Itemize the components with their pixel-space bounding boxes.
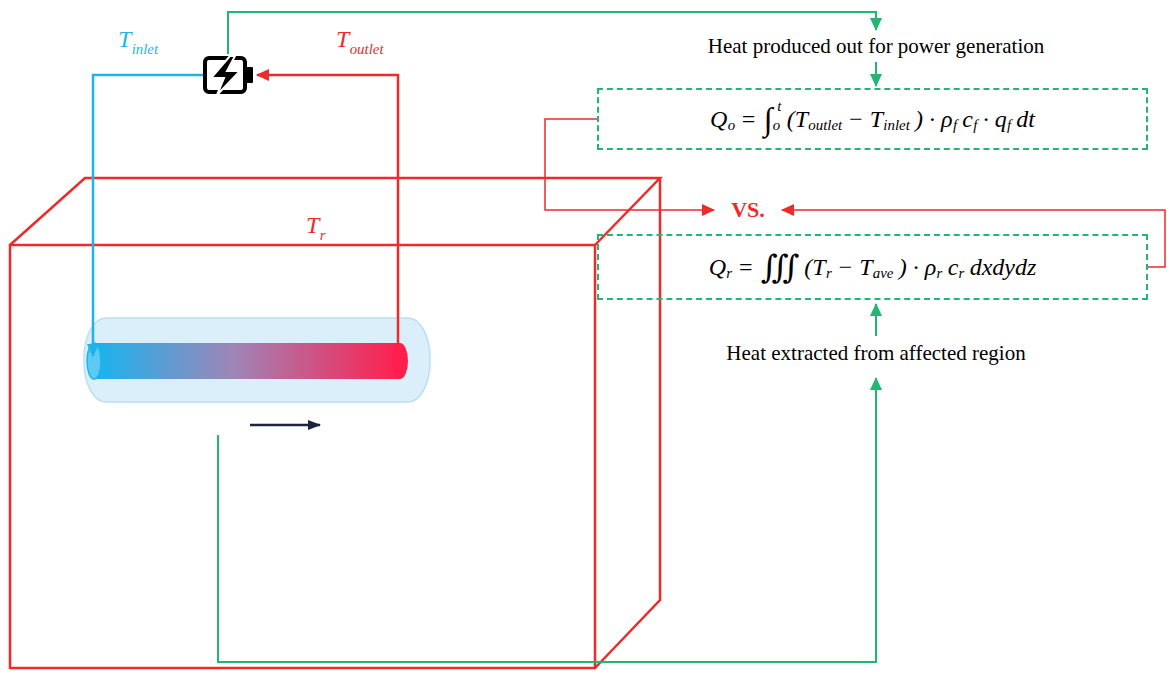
outlet-line xyxy=(257,75,398,343)
temperature-label: outlet xyxy=(350,41,384,58)
rock-region: Tr xyxy=(10,178,660,668)
inlet-line xyxy=(93,75,203,356)
formula-term: − T xyxy=(848,106,884,133)
formula-box: Qo=∫ot(Toutlet− Tinlet) · ρfcf· qfdt xyxy=(597,88,1148,150)
green-arrow xyxy=(875,304,877,336)
note-label: Heat produced out for power generation xyxy=(708,34,1044,59)
region-line xyxy=(218,378,876,662)
formula-term: ave xyxy=(873,265,894,282)
formula-term: − T xyxy=(837,254,873,281)
formula-term: T xyxy=(306,212,319,239)
temperature-label: inlet xyxy=(132,41,158,58)
label-group: Toutlet xyxy=(336,26,384,53)
region-label: Tr xyxy=(306,212,325,239)
temperature-label: T xyxy=(336,26,349,53)
formula-term: ) · ρ xyxy=(899,254,937,281)
formula-term: f xyxy=(1007,117,1011,134)
rock-block xyxy=(10,178,660,668)
formula-term: = xyxy=(737,254,753,281)
formula-term: ∭ xyxy=(761,248,799,286)
formula-term: r xyxy=(937,265,943,282)
comparison-label: VS. xyxy=(731,197,765,223)
green-arrow xyxy=(875,62,877,86)
formula-term: dxdydz xyxy=(970,254,1037,281)
formula-term: c xyxy=(962,106,973,133)
formula-term: (T xyxy=(787,106,808,133)
formula-term: o xyxy=(773,117,780,134)
formula-term: o xyxy=(728,117,735,134)
formula-term: Q xyxy=(710,106,727,133)
formula-term: ) · ρ xyxy=(915,106,953,133)
flow-arrow xyxy=(250,424,320,427)
formula-term: outlet xyxy=(808,117,842,134)
formula-term: t xyxy=(777,98,781,115)
label-group: Heat produced out for power generation xyxy=(708,34,1044,59)
note-label: Heat extracted from affected region xyxy=(726,341,1025,366)
wellbore-pipe xyxy=(84,318,430,402)
battery-icon xyxy=(205,56,253,95)
formula-term: (T xyxy=(804,254,825,281)
formula-term: = xyxy=(740,106,756,133)
formula-term: ∫ xyxy=(764,101,773,138)
formula-term: r xyxy=(320,227,326,244)
temperature-label: T xyxy=(118,26,131,53)
compare-line xyxy=(545,119,714,210)
formula-term: dt xyxy=(1016,106,1035,133)
formula-term: r xyxy=(959,265,965,282)
label-group: VS. xyxy=(729,197,767,223)
formula-term: f xyxy=(973,117,977,134)
formula-term: r xyxy=(826,265,832,282)
formula-term: r xyxy=(726,265,732,282)
formula-term: · q xyxy=(983,106,1007,133)
formula-box: Qr=∭(Tr− Tave) · ρrcrdxdydz xyxy=(597,234,1148,300)
formula-term: inlet xyxy=(883,117,909,134)
formula-term: c xyxy=(948,254,959,281)
label-group: Tinlet xyxy=(118,26,158,53)
label-group: Heat extracted from affected region xyxy=(726,341,1025,366)
formula-term: f xyxy=(953,117,957,134)
formula-term: Q xyxy=(709,254,726,281)
